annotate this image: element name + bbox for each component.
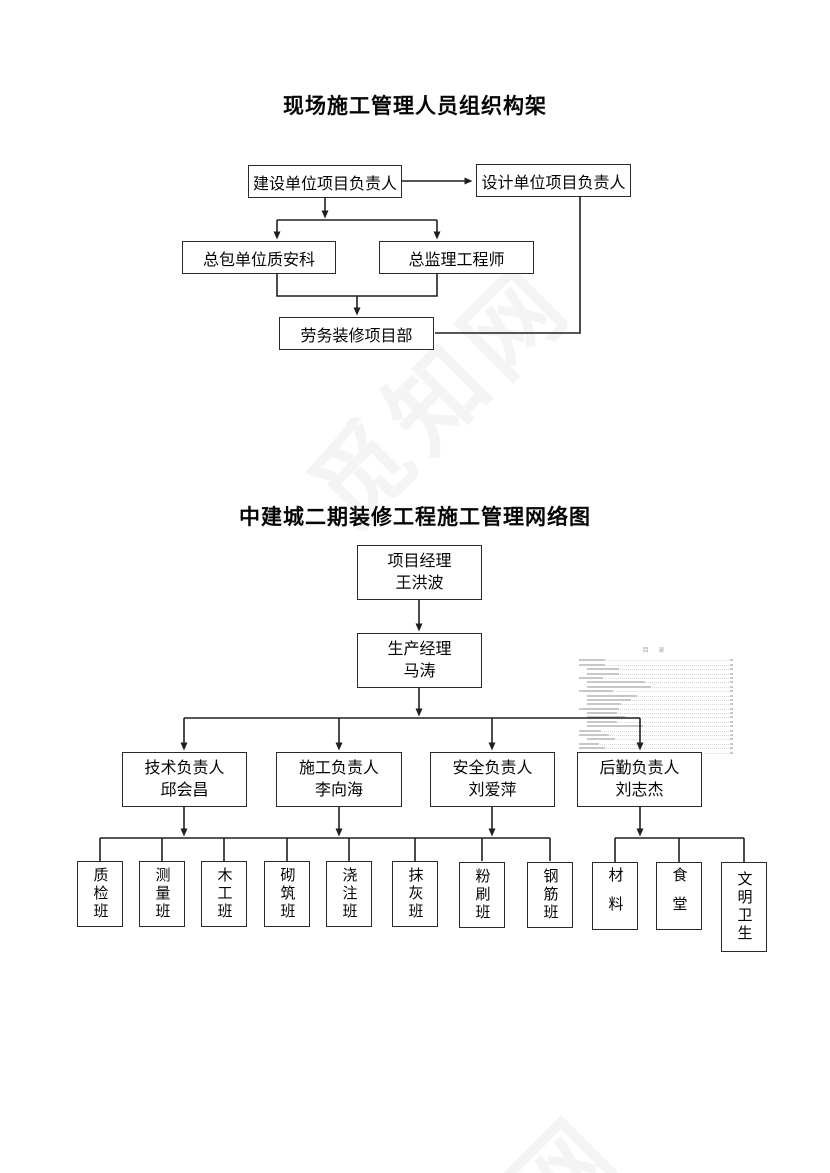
ghost-toc-line (578, 723, 733, 728)
node-technical-lead: 技术负责人 邱会昌 (122, 752, 247, 807)
ghost-toc-title: 目 录 (642, 648, 669, 654)
team-materials: 材料 (592, 862, 638, 930)
ghost-toc-line (578, 657, 733, 662)
person-name: 王洪波 (395, 574, 444, 592)
node-construction-lead: 施工负责人 李向海 (276, 752, 402, 807)
ghost-toc-line (578, 710, 733, 715)
role-label: 安全负责人 (452, 759, 533, 777)
ghost-toc-line (578, 688, 733, 693)
ghost-toc-line (578, 714, 733, 719)
team-surveying: 测量班 (139, 861, 185, 927)
team-quality-inspection: 质检班 (77, 861, 123, 927)
ghost-toc-lines (578, 657, 733, 754)
person-name: 刘爱萍 (468, 781, 517, 799)
team-plastering: 抹灰班 (392, 861, 438, 927)
ghost-toc-line (578, 732, 733, 737)
person-name: 邱会昌 (160, 781, 209, 799)
chart1-title: 现场施工管理人员组织构架 (283, 95, 547, 118)
team-carpentry: 木工班 (201, 861, 247, 927)
ghost-toc-line (578, 740, 733, 745)
node-owner: 建设单位项目负责人 (248, 165, 402, 198)
node-chief-supervisor: 总监理工程师 (379, 241, 534, 274)
role-label: 生产经理 (387, 640, 452, 658)
ghost-toc-line (578, 670, 733, 675)
team-painting: 粉刷班 (459, 862, 505, 928)
ghost-toc-line (578, 736, 733, 741)
ghost-toc-line (578, 661, 733, 666)
role-label: 施工负责人 (298, 759, 379, 777)
ghost-toc-line (578, 718, 733, 723)
ghost-toc-line (578, 666, 733, 671)
node-production-manager: 生产经理 马涛 (357, 633, 482, 688)
team-rebar: 钢筋班 (527, 862, 573, 928)
node-gc-quality: 总包单位质安科 (182, 241, 336, 274)
ghost-toc-line (578, 692, 733, 697)
ghost-toc-line (578, 679, 733, 684)
ghost-toc-line (578, 683, 733, 688)
ghost-toc-line (578, 697, 733, 701)
person-name: 刘志杰 (615, 781, 664, 799)
team-masonry: 砌筑班 (264, 861, 310, 927)
team-pouring: 浇注班 (326, 861, 372, 927)
chart2-title: 中建城二期装修工程施工管理网络图 (239, 506, 591, 529)
ghost-toc-line (578, 701, 733, 706)
node-labor-dept: 劳务装修项目部 (279, 317, 434, 350)
team-canteen: 食堂 (656, 862, 702, 930)
ghost-toc-line (578, 727, 733, 732)
person-name: 马涛 (403, 662, 436, 680)
ghost-toc-image: 目 录 (578, 645, 733, 754)
role-label: 后勤负责人 (599, 759, 680, 777)
node-designer: 设计单位项目负责人 (476, 164, 631, 197)
ghost-toc-line (578, 745, 733, 750)
ghost-toc-line (578, 675, 733, 679)
node-safety-lead: 安全负责人 刘爱萍 (430, 752, 555, 807)
node-project-manager: 项目经理 王洪波 (357, 545, 482, 600)
watermark-bottom: 觅知网 (280, 1035, 690, 1173)
person-name: 李向海 (314, 781, 363, 799)
node-logistics-lead: 后勤负责人 刘志杰 (577, 752, 702, 807)
team-civilized-hygiene: 文明卫生 (721, 862, 767, 952)
ghost-toc-line (578, 705, 733, 710)
role-label: 技术负责人 (144, 759, 225, 777)
role-label: 项目经理 (387, 552, 452, 570)
